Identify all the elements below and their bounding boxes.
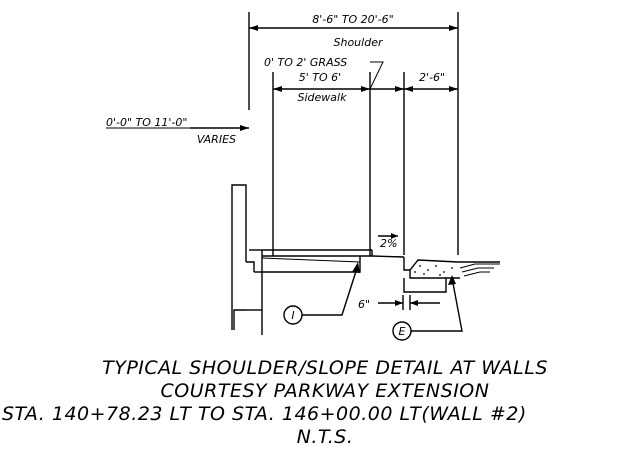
curb-and-pavement — [403, 257, 500, 293]
grass-callout: 0' TO 2' GRASS — [264, 56, 384, 90]
sidewalk-dimension: 5' TO 6' Sidewalk — [272, 71, 371, 256]
edge-marker-label: E — [399, 325, 406, 338]
curb-offset-dimension: 2'-6" — [370, 71, 458, 255]
curb-offset-label: 2'-6" — [419, 71, 445, 84]
sidewalk-slab — [261, 255, 361, 263]
shoulder-label: Shoulder — [334, 36, 384, 49]
slope-label: 2% — [380, 237, 397, 250]
slope-indicator: 2% — [378, 233, 398, 250]
retaining-wall — [231, 184, 373, 335]
left-offset-note: VARIES — [197, 133, 236, 146]
sidewalk-label: Sidewalk — [298, 91, 348, 104]
left-offset-label: 0'-0" TO 11'-0" — [106, 116, 187, 129]
overall-width-dimension: 8'-6" TO 20'-6" Shoulder — [248, 12, 459, 255]
edge-marker-callout: E — [392, 275, 463, 341]
sidewalk-width-label: 5' TO 6' — [299, 71, 341, 84]
overall-width-label: 8'-6" TO 20'-6" — [312, 13, 393, 26]
grass-label: 0' TO 2' GRASS — [264, 56, 347, 69]
concrete-hatch — [414, 265, 453, 276]
title-line-1: TYPICAL SHOULDER/SLOPE DETAIL AT WALLS — [102, 357, 548, 379]
grass-strip — [371, 255, 405, 258]
title-block: TYPICAL SHOULDER/SLOPE DETAIL AT WALLS C… — [2, 357, 548, 448]
title-line-2: COURTESY PARKWAY EXTENSION — [161, 380, 490, 402]
toe-dim-label: 6" — [358, 298, 370, 311]
wall-marker-callout: I — [283, 262, 360, 325]
toe-dimension: 6" — [358, 295, 440, 311]
title-line-4: N.T.S. — [297, 426, 354, 448]
left-offset-dimension: 0'-0" TO 11'-0" VARIES — [106, 116, 249, 146]
title-line-3: STA. 140+78.23 LT TO STA. 146+00.00 LT(W… — [2, 403, 527, 425]
wall-marker-label: I — [291, 309, 294, 322]
